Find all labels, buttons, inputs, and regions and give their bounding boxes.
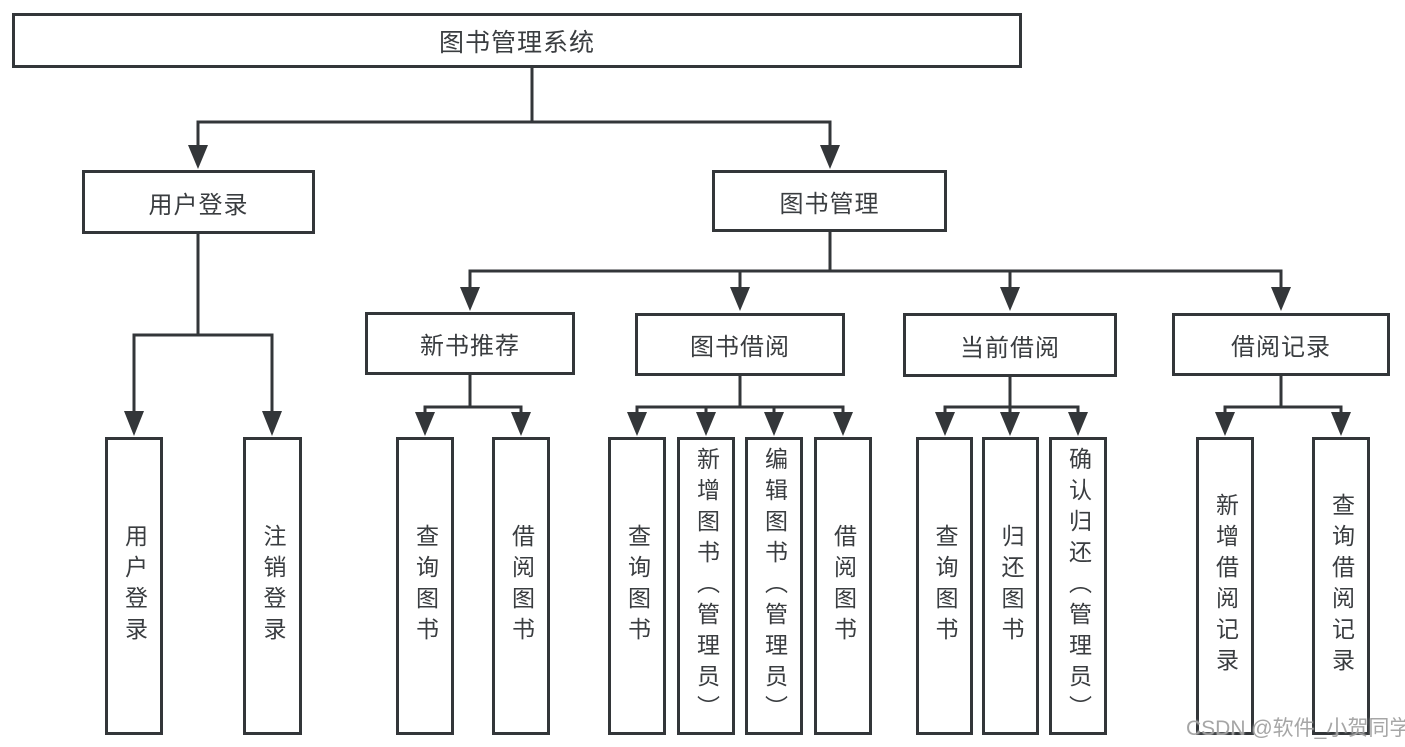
node-label: 查询图书 — [412, 524, 439, 648]
leaf-query-books-current: 查询图书 — [916, 437, 973, 735]
node-user-login: 用户登录 — [82, 170, 315, 234]
leaf-add-book-admin: 新增图书（管理员） — [677, 437, 735, 735]
leaf-query-books-borrow: 查询图书 — [608, 437, 666, 735]
node-label: 注销登录 — [260, 524, 286, 648]
node-label: 查询图书 — [624, 524, 651, 648]
node-label: 编辑图书（管理员） — [761, 446, 788, 726]
node-current-borrow: 当前借阅 — [903, 313, 1117, 377]
node-label: 用户登录 — [121, 524, 148, 648]
node-label: 归还图书 — [998, 524, 1024, 648]
csdn-watermark: CSDN @软件_小贺同学 — [1186, 717, 1405, 740]
node-label: 新增图书（管理员） — [693, 446, 720, 726]
node-label: 当前借阅 — [960, 334, 1060, 362]
node-label: 新书推荐 — [420, 333, 520, 360]
leaf-logout-login: 注销登录 — [243, 437, 302, 735]
leaf-add-borrow-record: 新增借阅记录 — [1196, 437, 1254, 735]
leaf-confirm-return-admin: 确认归还（管理员） — [1049, 437, 1107, 735]
node-label: 查询图书 — [932, 524, 958, 648]
node-library-management-system: 图书管理系统 — [12, 13, 1022, 68]
node-label: 图书借阅 — [690, 334, 790, 361]
leaf-borrow-books-recommend: 借阅图书 — [492, 437, 550, 735]
node-book-borrow: 图书借阅 — [635, 313, 845, 376]
node-label: 用户登录 — [148, 191, 249, 219]
node-label: 图书管理系统 — [438, 28, 595, 57]
node-label: 图书管理 — [779, 190, 880, 218]
leaf-query-books-recommend: 查询图书 — [396, 437, 454, 735]
node-label: 借阅图书 — [508, 524, 535, 648]
node-book-management: 图书管理 — [712, 170, 947, 232]
node-label: 借阅图书 — [830, 524, 857, 648]
node-label: 查询借阅记录 — [1328, 493, 1355, 679]
leaf-query-borrow-record: 查询借阅记录 — [1312, 437, 1370, 735]
node-label: 借阅记录 — [1231, 334, 1331, 361]
leaf-user-login: 用户登录 — [105, 437, 163, 735]
leaf-borrow-books: 借阅图书 — [814, 437, 872, 735]
node-new-book-recommend: 新书推荐 — [365, 312, 575, 375]
leaf-edit-book-admin: 编辑图书（管理员） — [745, 437, 803, 735]
node-borrow-records: 借阅记录 — [1172, 313, 1390, 376]
node-label: 确认归还（管理员） — [1065, 446, 1092, 726]
leaf-return-books: 归还图书 — [982, 437, 1039, 735]
node-label: 新增借阅记录 — [1212, 493, 1239, 679]
